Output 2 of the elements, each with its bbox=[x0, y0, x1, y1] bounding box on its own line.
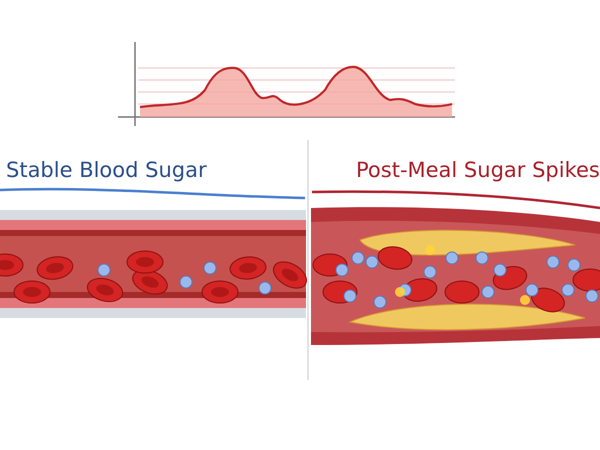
panel-heading: Post-Meal Sugar Spikes bbox=[356, 158, 600, 182]
panel-heading: Stable Blood Sugar bbox=[6, 158, 207, 182]
